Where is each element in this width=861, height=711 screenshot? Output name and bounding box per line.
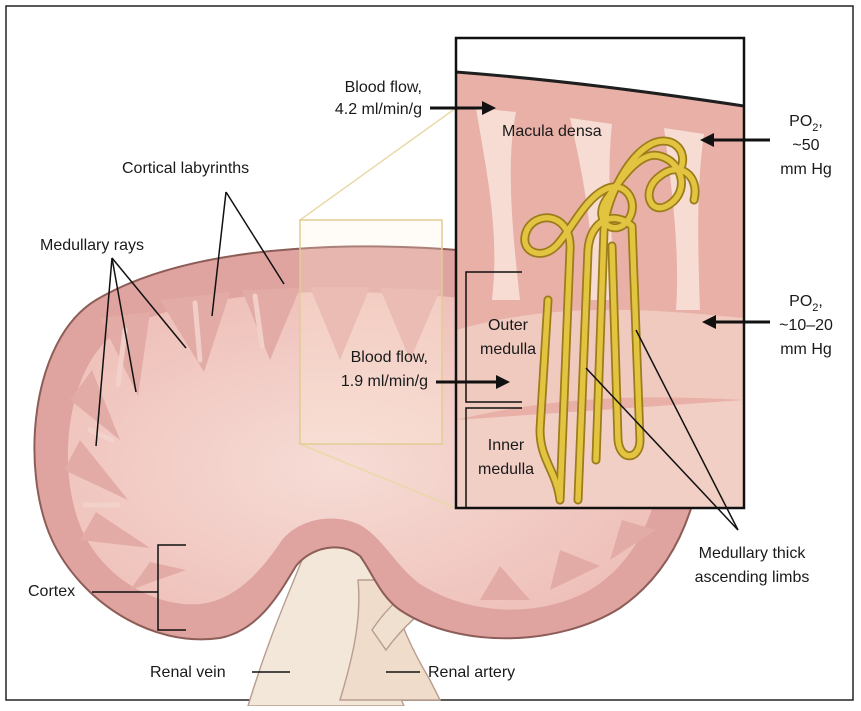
label-cortical-labyrinths: Cortical labyrinths — [122, 160, 249, 177]
label-renal-vein: Renal vein — [150, 664, 226, 681]
label-cortex: Cortex — [28, 583, 75, 600]
label-thick-limbs-2: ascending limbs — [695, 569, 810, 586]
label-blood-flow-medulla-1: Blood flow, — [351, 349, 428, 366]
label-outer-medulla-2: medulla — [480, 341, 536, 358]
label-inner-medulla-2: medulla — [478, 461, 534, 478]
label-blood-flow-medulla-2: 1.9 ml/min/g — [341, 373, 428, 390]
label-po2-medulla-value: ~10–20 — [779, 317, 833, 334]
label-blood-flow-cortex-1: Blood flow, — [345, 79, 422, 96]
label-inner-medulla-1: Inner — [488, 437, 525, 454]
label-blood-flow-cortex-2: 4.2 ml/min/g — [335, 101, 422, 118]
label-po2-medulla-unit: mm Hg — [780, 341, 832, 358]
label-macula-densa: Macula densa — [502, 123, 602, 140]
label-medullary-rays: Medullary rays — [40, 237, 144, 254]
label-renal-artery: Renal artery — [428, 664, 515, 681]
label-outer-medulla-1: Outer — [488, 317, 529, 334]
label-po2-cortex-value: ~50 — [792, 137, 819, 154]
label-po2-cortex-unit: mm Hg — [780, 161, 832, 178]
label-thick-limbs-1: Medullary thick — [699, 545, 807, 562]
